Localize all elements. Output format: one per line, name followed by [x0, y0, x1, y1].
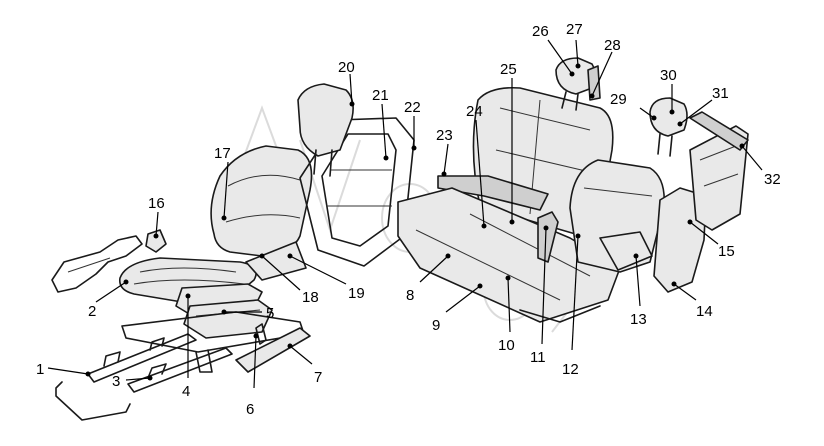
- callout-8: 8: [406, 287, 414, 304]
- callout-7: 7: [314, 369, 322, 386]
- callout-5: 5: [266, 305, 274, 322]
- part-rear-headrest-right: [649, 97, 688, 157]
- part-seat-rail-left: [87, 333, 197, 383]
- part-backrest-trim: [245, 241, 307, 281]
- callout-19: 19: [348, 285, 365, 302]
- part-front-backrest: [210, 145, 313, 257]
- callout-16: 16: [148, 195, 165, 212]
- part-seat-rail-right: [127, 347, 233, 393]
- callout-26: 26: [532, 23, 549, 40]
- callout-18: 18: [302, 289, 319, 306]
- callout-13: 13: [630, 311, 647, 328]
- part-rear-headrest-left: [555, 57, 601, 111]
- part-bracket: [145, 229, 167, 253]
- part-seatbelt-buckle: [537, 211, 559, 263]
- part-side-bolster: [653, 125, 749, 293]
- callout-32: 32: [764, 171, 781, 188]
- callout-4: 4: [182, 383, 190, 400]
- part-rear-cushion: [397, 187, 621, 323]
- leader-lines: [47, 39, 763, 389]
- callout-10: 10: [498, 337, 515, 354]
- callout-15: 15: [718, 243, 735, 260]
- callout-21: 21: [372, 87, 389, 104]
- callout-28: 28: [604, 37, 621, 54]
- callout-22: 22: [404, 99, 421, 116]
- callout-23: 23: [436, 127, 453, 144]
- callout-31: 31: [712, 85, 729, 102]
- callout-labels: 1 2 3 4 5 6 7 8 9 10 11 12 13 14 15 16 1…: [36, 21, 781, 418]
- callout-30: 30: [660, 67, 677, 84]
- callout-29: 29: [610, 91, 627, 108]
- callout-11: 11: [530, 349, 546, 366]
- callout-3: 3: [112, 373, 120, 390]
- callout-27: 27: [566, 21, 583, 38]
- part-rear-trim-bar: [689, 111, 749, 151]
- callout-9: 9: [432, 317, 440, 334]
- callout-24: 24: [466, 103, 483, 120]
- callout-12: 12: [562, 361, 579, 378]
- callout-2: 2: [88, 303, 96, 320]
- callout-6: 6: [246, 401, 254, 418]
- callout-17: 17: [214, 145, 231, 162]
- callout-14: 14: [696, 303, 713, 320]
- callout-25: 25: [500, 61, 517, 78]
- part-heater-mat: [51, 235, 143, 293]
- callout-20: 20: [338, 59, 355, 76]
- part-wire-hoop: [55, 381, 131, 421]
- callout-1: 1: [36, 361, 44, 378]
- part-right-rear-backrest: [569, 159, 666, 273]
